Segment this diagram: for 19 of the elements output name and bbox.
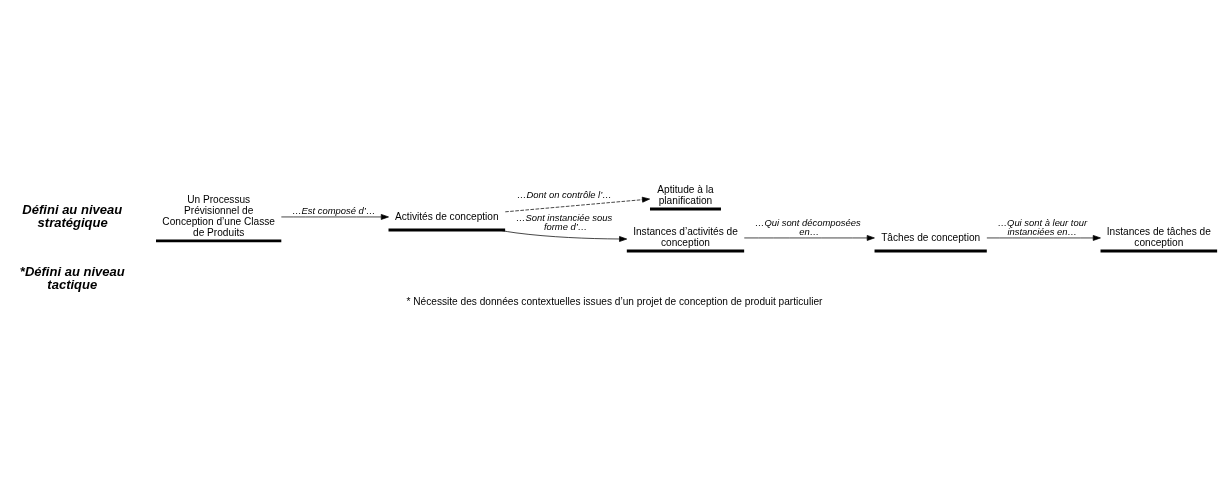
arrow [280, 214, 389, 220]
label: Défini au niveau stratégique [22, 201, 123, 230]
edge-label: …Qui sont à leur tour instanciées en… [997, 216, 1088, 238]
node-text: Activités de conception [395, 210, 499, 222]
arrow [743, 235, 875, 241]
arrow [498, 229, 628, 242]
node-text: Instances d’activités de conception [633, 226, 738, 249]
edge-label: …Est composé d’… [292, 204, 376, 216]
node-text: Un Processus Prévisionnel de Conception d’une Classe de Produits [162, 194, 275, 238]
label: *Défini au niveau tactique [19, 263, 125, 292]
edge-label: …Dont on contrôle l’… [517, 189, 612, 201]
edge-label: …Sont instanciée sous forme d’… [515, 211, 613, 233]
arrow [504, 196, 650, 213]
node-text: Aptitude à la planification [657, 184, 714, 207]
node-text: Tâches de conception [881, 231, 981, 243]
edge-label: …Qui sont décomposées en… [755, 216, 861, 238]
arrow [986, 235, 1101, 241]
node-text: Instances de tâches de conception [1106, 226, 1211, 249]
caption: * Nécessite des données contextuelles issues d’un projet de conception de produit particulier [406, 296, 823, 308]
